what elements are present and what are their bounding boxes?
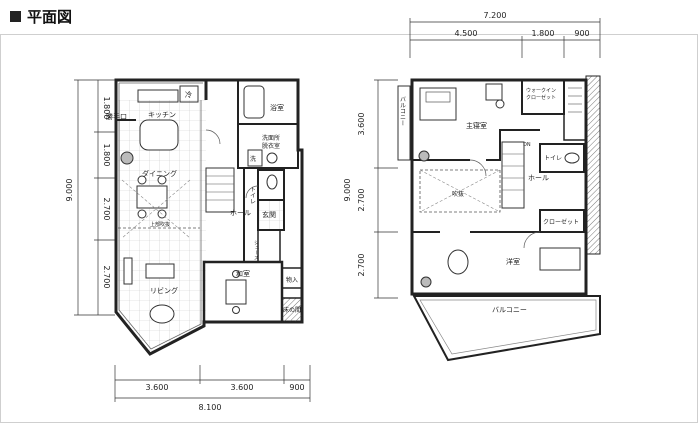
japanese-room (202, 260, 284, 324)
label-entrance: 玄関 (262, 210, 276, 219)
floor1-dimension-labels: 1.800 1.800 2.700 2.700 9.000 3.600 3.60… (65, 97, 305, 412)
floor1-stairs (205, 167, 235, 213)
dim-2f-v3: 2.700 (357, 254, 366, 277)
label-balcony-bottom: バルコニー (492, 306, 527, 314)
floor2-outer-wall (410, 78, 588, 296)
floor2-balcony-left (397, 85, 411, 161)
dim-1f-vtotal: 9.000 (65, 179, 74, 202)
floor1-dimension-lines (74, 79, 311, 402)
dim-1f-b2: 3.600 (231, 383, 254, 392)
dim-1f-v4: 2.700 (102, 266, 111, 289)
floor1-plan (114, 78, 304, 356)
floor2-exterior-hatch (585, 75, 601, 255)
label-floor2-closet: クローゼット (543, 218, 579, 226)
dim-1f-b3: 900 (289, 383, 304, 392)
title-square-icon (10, 11, 21, 22)
label-fridge: 冷 (185, 90, 192, 99)
label-hall: ホール (230, 209, 251, 217)
title-text: 平面図 (27, 8, 73, 26)
dim-1f-b1: 3.600 (146, 383, 169, 392)
dim-2f-t1: 4.500 (455, 29, 478, 38)
label-balcony-top: バルコニー (399, 96, 406, 126)
label-storage: 物入 (286, 276, 298, 284)
dim-1f-v1: 1.800 (102, 97, 111, 120)
shoe-closet (257, 229, 281, 263)
western-bed (539, 247, 581, 271)
living-sofa (145, 263, 175, 279)
floor2-toilet (539, 143, 585, 173)
western-room-rug (447, 249, 469, 275)
floor2-room-labels: バルコニー 主寝室 ウォークインクローゼット DN トイレ ホール 吹抜 クロー… (399, 87, 580, 314)
dim-2f-ttotal: 7.200 (484, 11, 507, 20)
entrance-area (257, 199, 285, 231)
dining-table (136, 185, 168, 209)
label-washer: 洗 (250, 155, 256, 163)
label-floor2-hall: ホール (528, 174, 549, 182)
bathtub (243, 85, 265, 119)
floor2-dimension-labels: 7.200 4.500 1.800 900 3.600 2.700 2.700 … (343, 11, 590, 276)
label-back-door: 勝手口 (106, 112, 127, 121)
plant-icon (120, 151, 134, 165)
ldk-floor (118, 100, 206, 352)
floor2-plant-icon-2 (420, 276, 432, 288)
living-table (149, 304, 175, 324)
label-ceiling-note: 上部吹抜 (150, 221, 170, 228)
washroom (237, 123, 299, 169)
label-living: リビング (150, 286, 178, 295)
floor2-dimension-lines (374, 18, 601, 299)
tokonoma (281, 297, 303, 323)
figure-title: 平面図 (10, 6, 72, 27)
plan-border (0, 34, 698, 423)
label-washroom: 洗面所脱衣室 (262, 134, 280, 150)
label-japanese-room: 和室 (236, 269, 250, 278)
label-dining: ダイニング (142, 169, 177, 178)
stairwell-void (419, 169, 501, 213)
label-tokonoma: 床の間 (283, 306, 301, 314)
label-walkin-closet: ウォークインクローゼット (526, 87, 556, 101)
dim-2f-v1: 3.600 (357, 113, 366, 136)
dim-1f-btotal: 8.100 (199, 403, 222, 412)
floor2-closet (539, 209, 585, 233)
storage-closet (281, 267, 303, 289)
dim-2f-v2: 2.700 (357, 189, 366, 212)
label-toilet: トイレ (249, 186, 256, 204)
dim-2f-vtotal: 9.000 (343, 179, 352, 202)
label-western-room: 洋室 (506, 257, 520, 266)
master-bed (419, 87, 457, 121)
dim-2f-t2: 1.800 (532, 29, 555, 38)
label-shoe-closet: シューズ (253, 240, 259, 260)
label-floor2-toilet: トイレ (544, 155, 562, 162)
floor2-plant-icon (418, 150, 430, 162)
dim-2f-t3: 900 (574, 29, 589, 38)
floor2-stairs (501, 141, 525, 209)
label-kitchen: キッチン (148, 111, 176, 119)
label-master-bedroom: 主寝室 (466, 121, 487, 130)
low-table (225, 279, 247, 305)
kitchen-counter (137, 89, 179, 103)
kitchen-island (139, 119, 179, 151)
floor1-room-labels: 勝手口 キッチン 冷 浴室 洗面所脱衣室 洗 ダイニング ホール 玄関 トイレ … (106, 90, 301, 314)
desk (485, 83, 503, 101)
label-stairwell: 吹抜 (452, 190, 464, 198)
label-dn: DN (523, 142, 531, 148)
label-bath: 浴室 (270, 103, 284, 112)
floor2-balcony-bottom (412, 295, 601, 362)
dim-1f-v2: 1.800 (102, 144, 111, 167)
dim-1f-v3: 2.700 (102, 198, 111, 221)
floor2-plan (397, 75, 601, 362)
